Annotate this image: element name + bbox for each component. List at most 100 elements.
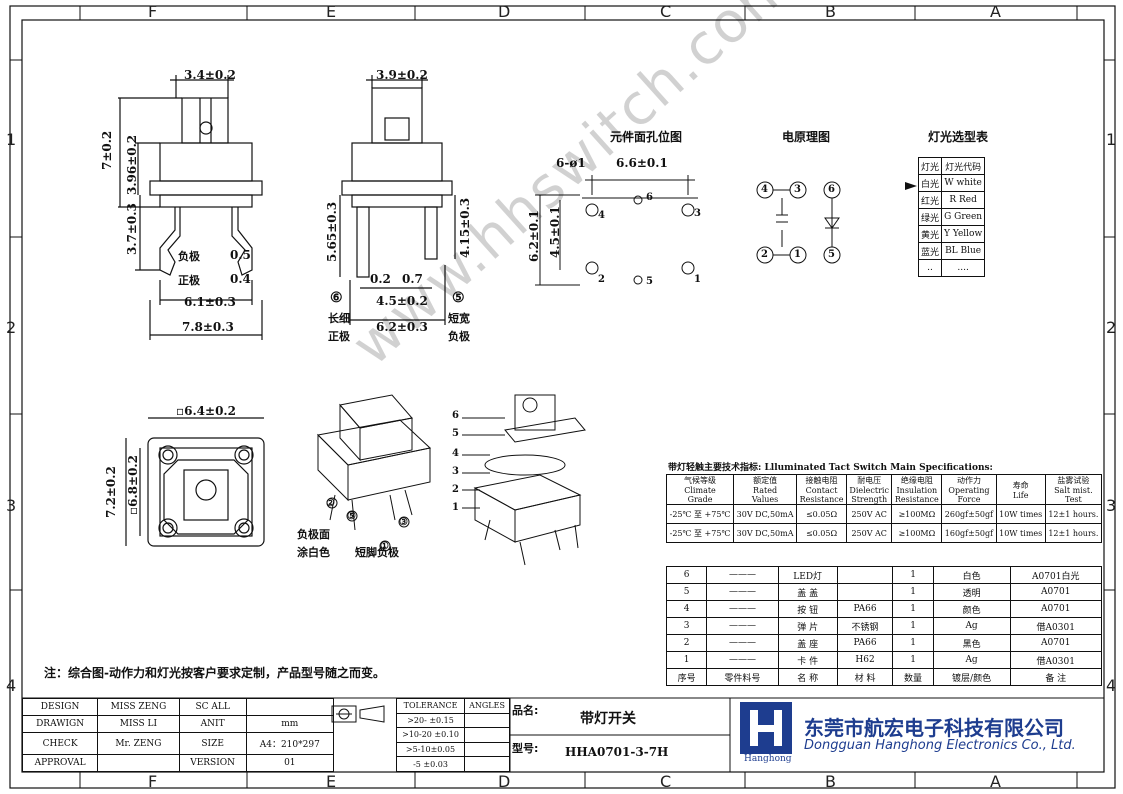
bom-cell: ——— (706, 651, 779, 669)
iso-callout-2: ② (326, 498, 335, 509)
spec-header-line: Test (1064, 495, 1082, 504)
bom-cell: 盖 座 (777, 634, 838, 652)
dim-front-h7: 7±0.2 (100, 130, 114, 170)
bom-header: 零件料号 (706, 668, 779, 686)
spec-cell: ≤0.05Ω (796, 504, 847, 524)
title-block-cell: MISS ZENG (97, 697, 180, 717)
bom-cell: A0701 (1009, 634, 1102, 652)
company-logo (740, 702, 792, 754)
note-pin: 短脚负极 (355, 546, 399, 559)
bom-cell: 盖 盖 (777, 583, 838, 601)
spec-header-line: Strength (851, 495, 888, 504)
tol-row-3: -5 ±0.03 (395, 756, 466, 772)
spec-header-line: 动作力 (956, 476, 981, 485)
pcb-title: 元件面孔位图 (610, 130, 683, 144)
spec-header-line: Operating (948, 486, 990, 495)
circuit-3: 3 (794, 184, 801, 195)
zone-bottom-b: B (825, 772, 836, 791)
bom-cell: 6 (665, 566, 708, 584)
led-cell: .... (941, 259, 986, 277)
circuit-title: 电原理图 (782, 130, 831, 144)
zone-right-2: 2 (1106, 318, 1117, 337)
title-block-cell: SIZE (178, 732, 247, 755)
exploded-1: 1 (452, 502, 459, 513)
pcb-pin-3: 3 (694, 208, 701, 219)
zone-right-3: 3 (1106, 496, 1117, 515)
front-view (118, 75, 263, 340)
dim-front-h37: 3.7±0.3 (125, 203, 139, 255)
zone-left-3: 3 (6, 496, 17, 515)
dim-front-h396: 3.96±0.2 (125, 134, 139, 195)
bom-cell: 1 (892, 600, 934, 618)
exploded-5: 5 (452, 428, 459, 439)
dim-side-h565: 5.65±0.3 (325, 201, 339, 262)
spec-cell: 30V DC,50mA (733, 523, 798, 543)
dim-front-neg-value: 0.5 (230, 248, 251, 262)
pcb-w66: 6.6±0.1 (616, 156, 668, 170)
zone-bottom-c: C (660, 772, 672, 791)
title-block-cell: MISS LI (97, 715, 180, 734)
spec-header-line: Values (751, 495, 779, 504)
iso-callout-5: ⑤ (347, 511, 356, 522)
zone-left-4: 4 (6, 676, 17, 695)
bom-cell: 1 (892, 651, 934, 669)
spec-header-line: Dielectric (849, 486, 889, 495)
spec-cell: 12±1 hours. (1044, 523, 1103, 543)
spec-header-line: Grade (687, 495, 713, 504)
side-view (339, 75, 456, 325)
title-block-cell: VERSION (178, 753, 247, 773)
model-label: 型号: (512, 742, 539, 755)
bom-cell: 借A0301 (1009, 651, 1102, 669)
spec-header-line: Resistance (894, 495, 939, 504)
spec-header-line: 盐雾试验 (1057, 476, 1090, 485)
general-note: 注：综合图-动作力和灯光按客户要求定制，产品型号随之而变。 (44, 666, 385, 680)
label-short-neg: 负极 (448, 330, 470, 343)
spec-header-line: Rated (753, 486, 778, 495)
title-block-cell: ANIT (178, 715, 247, 734)
tol-row-1: >10-20 ±0.10 (395, 727, 466, 743)
spec-cell: 30V DC,50mA (733, 504, 798, 524)
bom-cell: PA66 (836, 600, 894, 618)
bom-cell: 不锈钢 (836, 617, 894, 635)
zone-top-b: B (825, 2, 836, 21)
led-cell: R Red (941, 191, 986, 209)
tol-row-2: >5-10±0.05 (395, 741, 466, 758)
bom-cell: ——— (706, 566, 779, 584)
bom-cell: 1 (892, 583, 934, 601)
exploded-2: 2 (452, 484, 459, 495)
product-name: 带灯开关 (580, 711, 636, 727)
dim-top-h68: ▫6.8±0.2 (126, 455, 140, 515)
pcb-pin-6: 6 (646, 192, 653, 203)
circuit-6: 6 (828, 184, 835, 195)
tol-row-0: >20- ±0.15 (395, 712, 466, 729)
spec-cell: 260gf±50gf (941, 504, 997, 524)
spec-header-line: Force (957, 495, 981, 504)
spec-header-line: 气候等级 (684, 476, 717, 485)
led-cell: 红光 (917, 191, 943, 209)
dim-front-top: 3.4±0.2 (184, 68, 236, 82)
circuit-diagram (756, 181, 841, 264)
spec-header-line: 额定值 (753, 476, 778, 485)
title-block-cell (245, 697, 335, 717)
tolerance-header: TOLERANCE (395, 698, 466, 714)
exploded-3: 3 (452, 466, 459, 477)
label-long: 长细 (328, 312, 350, 325)
angles-header: ANGLES (464, 698, 510, 714)
title-block-cell: 01 (245, 753, 335, 773)
callout-5: ⑤ (452, 290, 465, 306)
zone-top-d: D (498, 2, 511, 21)
pcb-pin-4: 4 (598, 210, 605, 221)
dim-front-w61: 6.1±0.3 (184, 295, 236, 309)
title-block-cell: SC ALL (178, 697, 247, 717)
bom-cell: 2 (665, 634, 708, 652)
bom-cell (836, 566, 894, 584)
bom-cell: 弹 片 (777, 617, 838, 635)
bom-cell: 白色 (932, 566, 1011, 584)
bom-header: 备 注 (1009, 668, 1102, 686)
